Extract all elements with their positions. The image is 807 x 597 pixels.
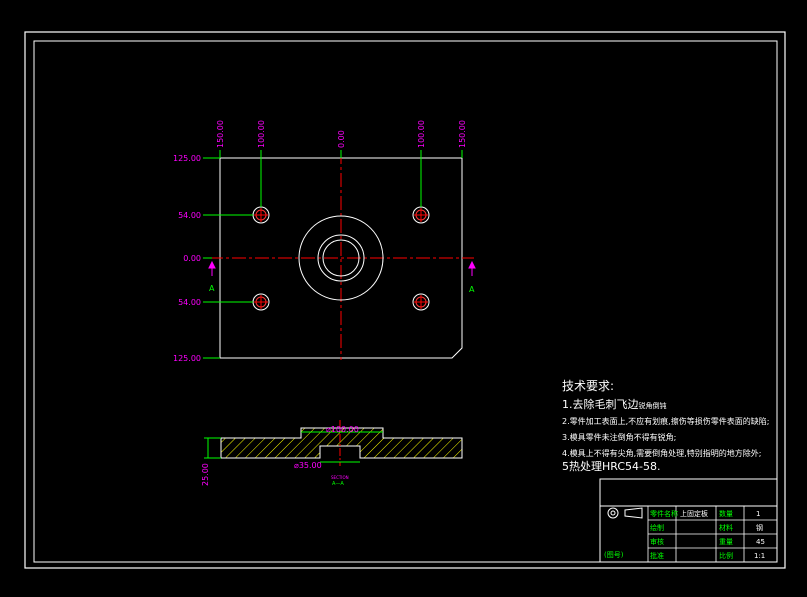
- outer-frame: [24, 31, 786, 569]
- tb-weight-label: 重量: [719, 538, 733, 546]
- tb-material: 钢: [756, 523, 763, 532]
- center-lines: [209, 150, 474, 360]
- dim-top-label: 150.00: [458, 120, 467, 148]
- tb-approve-label: 批准: [650, 551, 664, 560]
- section-arrow-right: [468, 260, 476, 276]
- requirement-item: 1.去除毛刺飞边锐角倒钝: [562, 397, 667, 411]
- requirement-item: 5热处理HRC54-58.: [562, 460, 661, 473]
- tb-remark: (图号): [604, 551, 624, 559]
- requirement-item: 3.模具零件未注倒角不得有锐角;: [562, 432, 676, 442]
- dimension-lines: [203, 150, 463, 359]
- tb-scale: 1:1: [754, 552, 765, 560]
- screw-hole: [412, 293, 430, 311]
- screw-hole: [412, 206, 430, 224]
- boss-middle-circle: [317, 234, 365, 282]
- section-view: ⌀100.00 ⌀35.00 25.00 SECTION A—A: [201, 420, 463, 487]
- boss-outer-circle: [298, 215, 384, 301]
- section-marker-left: A: [209, 284, 215, 293]
- dim-top-label: 0.00: [337, 130, 346, 148]
- technical-requirements: 技术要求: 1.去除毛刺飞边锐角倒钝 2.零件加工表面上,不应有划痕,擦伤等损伤…: [562, 379, 769, 473]
- tb-scale-label: 比例: [719, 551, 733, 560]
- section-plate: [220, 427, 463, 459]
- dim-top-label: 100.00: [257, 120, 266, 148]
- plan-view: 150.00 100.00 0.00 100.00 150.00 125.00 …: [173, 120, 476, 363]
- inner-frame: [33, 40, 778, 563]
- dim-bottom-diameter: ⌀35.00: [294, 461, 322, 470]
- tb-weight: 45: [756, 538, 765, 546]
- tb-part-name: 上固定板: [680, 509, 708, 518]
- section-caption: A—A: [332, 481, 344, 487]
- tb-qty: 1: [756, 510, 760, 518]
- requirement-item: 4.模具上不得有尖角,需要倒角处理,特别指明的地方除外;: [562, 448, 761, 458]
- title-block-frame: [599, 478, 778, 563]
- dim-left-label: 125.00: [173, 154, 201, 163]
- requirements-title: 技术要求:: [562, 379, 614, 393]
- title-block: 零件名称 上固定板 数量 1 绘制 材料 钢 审核 重量 45 批准 比例 1:…: [599, 478, 778, 563]
- screw-hole: [252, 293, 270, 311]
- dim-top-label: 100.00: [417, 120, 426, 148]
- tb-material-label: 材料: [719, 523, 733, 532]
- section-arrow-left: [208, 260, 216, 276]
- requirement-item: 2.零件加工表面上,不应有划痕,擦伤等损伤零件表面的缺陷;: [562, 416, 769, 426]
- company-logo: [607, 507, 643, 519]
- tb-qty-label: 数量: [719, 509, 733, 518]
- section-caption-small: SECTION: [331, 475, 349, 480]
- dim-left-label: 0.00: [183, 254, 201, 263]
- section-dimensions: [204, 431, 383, 463]
- tb-check-label: 审核: [650, 537, 664, 546]
- screw-hole: [252, 206, 270, 224]
- dim-left-label: 54.00: [178, 298, 201, 307]
- dim-left-label: 54.00: [178, 211, 201, 220]
- dim-left-label: 125.00: [173, 354, 201, 363]
- tb-drawn-label: 绘制: [650, 523, 664, 532]
- section-marker-right: A: [469, 285, 475, 294]
- dim-top-label: 150.00: [216, 120, 225, 148]
- tb-part-name-label: 零件名称: [650, 509, 678, 518]
- plate-outline: [219, 157, 463, 359]
- dim-top-diameter: ⌀100.00: [326, 425, 359, 434]
- boss-inner-circle: [322, 239, 360, 277]
- dim-thickness: 25.00: [201, 463, 210, 486]
